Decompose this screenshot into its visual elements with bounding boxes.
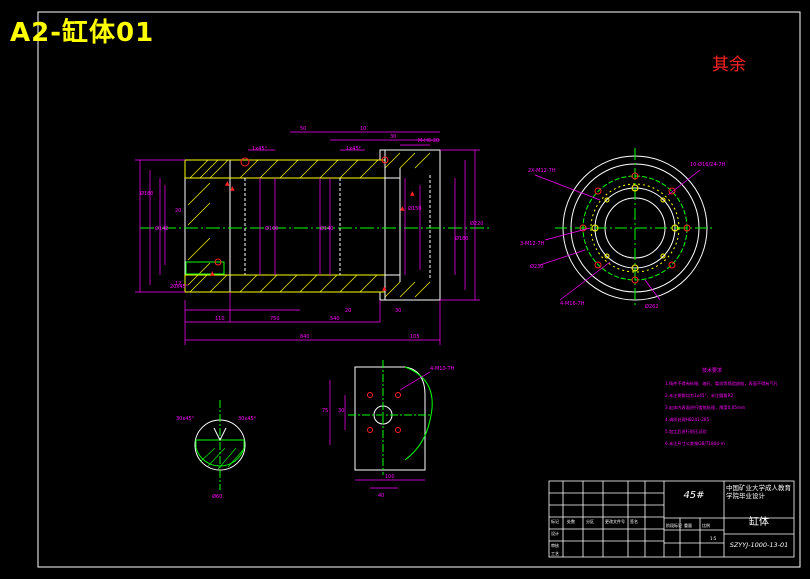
svg-text:30: 30: [338, 408, 344, 414]
svg-text:Ø140: Ø140: [320, 225, 333, 232]
technical-notes: 技术要求 1.铸件不得有砂眼、缩孔、裂纹等铸造缺陷，表面不得有气孔 2.未注倒角…: [665, 367, 779, 447]
svg-text:审核: 审核: [551, 542, 559, 548]
svg-text:Ø150: Ø150: [408, 205, 421, 212]
svg-text:30x45°: 30x45°: [176, 416, 195, 422]
detail-section: 30x45° 30x45° Ø60: [176, 400, 257, 500]
svg-text:设计: 设计: [551, 530, 559, 536]
svg-text:2X-M12-7H: 2X-M12-7H: [528, 168, 556, 174]
svg-text:3.缸体内表面进行镀铬处理，厚度0.05mm: 3.缸体内表面进行镀铬处理，厚度0.05mm: [665, 404, 745, 411]
svg-text:4-M16-7H: 4-M16-7H: [560, 301, 585, 307]
sheet-title: A2-缸体01: [10, 18, 155, 48]
svg-text:6.未注尺寸公差按GB/T1804-m: 6.未注尺寸公差按GB/T1804-m: [665, 440, 725, 447]
material-cell: 45#: [683, 490, 705, 501]
svg-text:40: 40: [378, 493, 384, 499]
svg-text:重量: 重量: [684, 522, 692, 528]
end-view: 2X-M12-7H 3-M12-7H 4-M16-7H 10-Ø16/24-7H Ø…: [520, 148, 725, 310]
svg-text:Ø230: Ø230: [530, 263, 543, 270]
svg-text:1x45°: 1x45°: [346, 146, 362, 152]
svg-text:540: 540: [330, 316, 340, 322]
svg-text:4-M10-7H: 4-M10-7H: [430, 366, 455, 372]
svg-text:Ø262: Ø262: [645, 303, 658, 310]
svg-text:50: 50: [300, 126, 306, 132]
svg-text:30: 30: [395, 308, 401, 314]
svg-text:1x45°: 1x45°: [252, 146, 268, 152]
svg-text:20: 20: [175, 208, 181, 214]
svg-text:10: 10: [360, 126, 366, 132]
title-block-labels: 标记 处数 分区 更改文件号签名 设计审核工艺 阶段标记重量 比例 1:5: [551, 518, 717, 556]
roughness-note: 其余: [712, 55, 746, 75]
svg-text:Ø100: Ø100: [265, 225, 278, 232]
flange-detail: 100 40 75 30 4-M10-7H: [322, 360, 455, 499]
svg-text:20x45°: 20x45°: [170, 284, 189, 290]
svg-text:750: 750: [270, 316, 280, 322]
part-name-cell: 缸体: [749, 517, 769, 528]
svg-text:▲: ▲: [410, 190, 415, 197]
svg-text:75: 75: [322, 408, 328, 414]
svg-text:840: 840: [300, 334, 310, 340]
svg-text:110: 110: [215, 316, 225, 322]
svg-text:▲: ▲: [210, 270, 215, 277]
svg-text:更改文件号: 更改文件号: [605, 518, 625, 524]
svg-text:20: 20: [345, 308, 351, 314]
svg-text:4.调质处理HB241-285: 4.调质处理HB241-285: [665, 416, 710, 423]
svg-text:分区: 分区: [586, 518, 594, 524]
svg-text:技术要求: 技术要求: [702, 367, 722, 374]
svg-text:▲: ▲: [225, 180, 230, 187]
svg-text:Ø60: Ø60: [212, 493, 222, 500]
svg-text:签名: 签名: [630, 518, 638, 524]
svg-text:2.未注倒角均为1x45°，未注圆角R2: 2.未注倒角均为1x45°，未注圆角R2: [665, 392, 734, 399]
svg-text:M-H6-20: M-H6-20: [418, 138, 439, 144]
svg-text:标记: 标记: [551, 518, 559, 524]
svg-text:工艺: 工艺: [551, 551, 559, 556]
svg-text:处数: 处数: [567, 518, 575, 524]
school-cell: 中国矿业大学成人教育学院毕业设计: [726, 484, 791, 500]
svg-text:▲: ▲: [230, 185, 235, 192]
svg-text:3-M12-7H: 3-M12-7H: [520, 241, 545, 247]
drawing-border: [37, 11, 801, 568]
svg-text:12: 12: [175, 281, 181, 287]
svg-text:10-Ø16/24-7H: 10-Ø16/24-7H: [690, 161, 725, 168]
svg-text:5.加工后进行耐压试验: 5.加工后进行耐压试验: [665, 428, 707, 435]
svg-text:比例: 比例: [702, 522, 710, 528]
title-block: [548, 480, 795, 558]
drawing-number-cell: SZYYJ-1000-13-01: [729, 541, 789, 549]
svg-text:100: 100: [385, 474, 395, 480]
svg-text:1:5: 1:5: [710, 536, 717, 541]
svg-text:Ø142: Ø142: [155, 225, 168, 232]
svg-text:1.铸件不得有砂眼、缩孔、裂纹等铸造缺陷，表面不得有气孔: 1.铸件不得有砂眼、缩孔、裂纹等铸造缺陷，表面不得有气孔: [665, 380, 779, 387]
svg-text:30x45°: 30x45°: [238, 416, 257, 422]
svg-text:阶段标记: 阶段标记: [666, 522, 682, 528]
svg-text:30: 30: [390, 134, 396, 140]
svg-text:105: 105: [410, 334, 420, 340]
svg-text:Ø180: Ø180: [140, 190, 153, 197]
svg-text:Ø220: Ø220: [470, 220, 483, 227]
svg-text:▲: ▲: [400, 205, 405, 212]
svg-text:▲: ▲: [382, 285, 387, 292]
svg-text:Ø180: Ø180: [455, 235, 468, 242]
